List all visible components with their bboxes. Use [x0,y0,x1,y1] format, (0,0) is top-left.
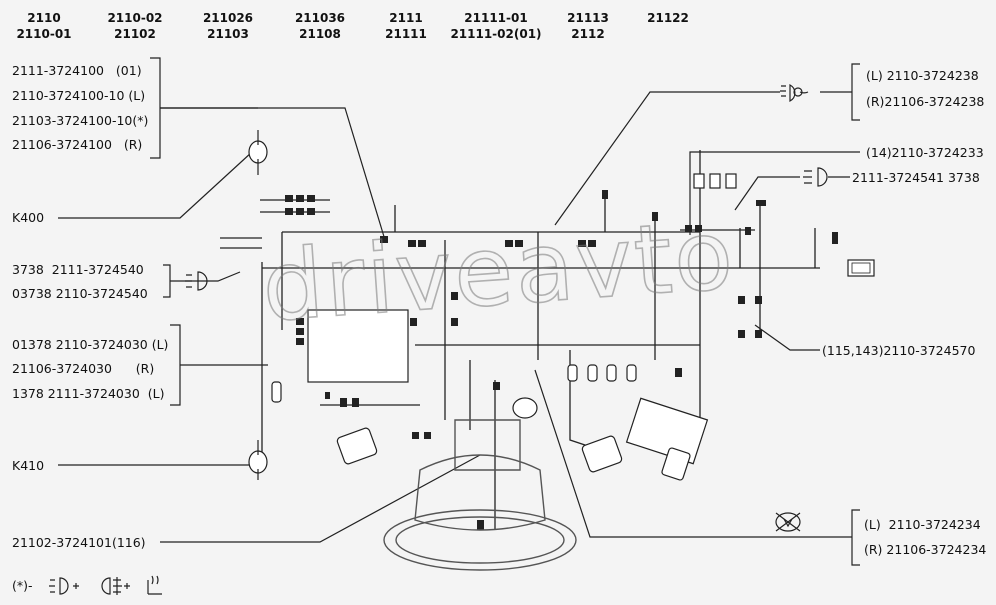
part-label: 21106-3724030 (R) [12,361,155,376]
right-label-3: 2111-3724541 3738 [852,170,980,185]
crossed-icon [775,512,801,532]
bracket-right-1 [851,63,860,121]
k410-label: K410 [12,458,45,473]
part-label: 03738 2110-3724540 [12,286,148,301]
part-label: 2110-3724100-10 (L) [12,88,146,103]
k400-label: K400 [12,210,45,225]
right-label-4: (115,143)2110-3724570 [822,343,976,358]
bracket-left-3 [170,324,181,406]
legend-icons [49,575,162,595]
part-label: 1378 2111-3724030 (L) [12,386,165,401]
lamp-icon-left [185,271,208,291]
part-label: 21103-3724100-10(*) [12,113,149,128]
steering-wheel [383,419,577,571]
bracket-right-5 [851,509,860,566]
bracket-left-1 [150,57,161,159]
legend-text: (*)- [12,578,33,593]
part-label: (L) 2110-3724238 [866,68,979,83]
part-label: 2111-3724100 (01) [12,63,142,78]
part-label: (R)21106-3724238 [866,94,985,109]
instrument-cluster [307,309,409,383]
part-label: (L) 2110-3724234 [864,517,981,532]
bottom-left-label: 21102-3724101(116) [12,535,146,550]
right-module [847,259,875,277]
part-label: (R) 21106-3724234 [864,542,987,557]
part-label: 3738 2111-3724540 [12,262,144,277]
bracket-left-2 [163,264,171,298]
part-label: 01378 2110-3724030 (L) [12,337,169,352]
right-label-2: (14)2110-3724233 [866,145,984,160]
lamp-icon-right-1 [780,84,809,102]
part-label: 21106-3724100 (R) [12,137,143,152]
model-col-8: 21122 [647,11,689,25]
lamp-icon-right-3 [803,167,828,187]
